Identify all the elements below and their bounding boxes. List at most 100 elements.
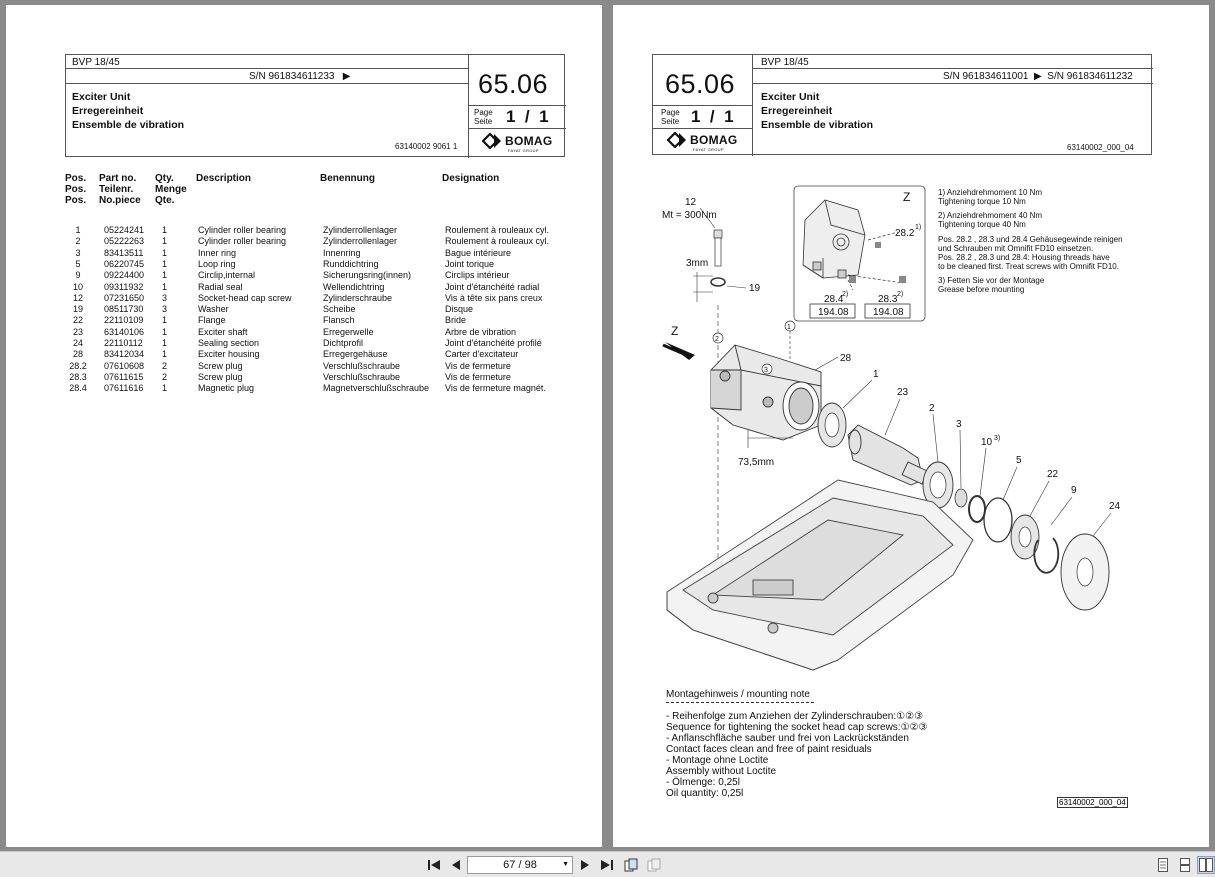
cell-qty: 1 [162, 383, 168, 394]
cell-en: Loop ring [198, 258, 236, 269]
cell-de: Wellendichtring [323, 281, 385, 292]
cell-part: 22110109 [104, 315, 144, 326]
page-label: Page Seite [474, 108, 493, 126]
cell-part: 05224241 [104, 225, 145, 235]
cell-part: 07611615 [104, 371, 144, 382]
inset-frame [793, 185, 926, 322]
o-ring-5-drawing [983, 497, 1013, 543]
cell-pos: 22 [72, 315, 83, 326]
sup-1-a: 1) [915, 224, 921, 231]
cell-qty: 1 [162, 281, 168, 292]
viewer-toolbar: 67 / 98 ▼ [0, 851, 1215, 877]
label-24: 24 [1109, 501, 1121, 512]
cell-pos: 24 [72, 338, 83, 348]
cell-en: Circlip,internal [198, 270, 256, 281]
cell-qty: 1 [162, 258, 168, 269]
cell-en: Washer [198, 304, 229, 315]
doc-code: 63140002_000_04 [1067, 143, 1134, 152]
doc-code: 63140002 9061 1 [395, 142, 458, 151]
title-de: Erregereinheit [761, 105, 833, 117]
next-page-button[interactable] [576, 856, 594, 874]
cell-fr: Joint d'étanchéité radial [445, 281, 540, 292]
label-28-2: 28.2 [895, 228, 915, 239]
exciter-housing-drawing [710, 344, 822, 441]
page-number-input[interactable]: 67 / 98 ▼ [467, 856, 573, 874]
col-part: Part no.Teilenr.No.piece [99, 173, 141, 206]
label-23: 23 [897, 387, 909, 398]
cell-de: Zylinderrollenlager [323, 236, 398, 247]
cell-en: Socket-head cap screw [198, 292, 292, 303]
cell-en: Magnetic plug [198, 383, 255, 394]
inset-housing-drawing [802, 199, 866, 279]
serial-number: S/N 961834611233 ▶ [249, 71, 351, 82]
cell-qty: 1 [162, 349, 168, 360]
cell-qty: 1 [162, 270, 168, 281]
sup-2-b: 2) [897, 291, 903, 298]
seq-1-mark: 2 [715, 336, 719, 343]
chevron-down-icon: ▼ [562, 861, 569, 868]
label-3: 3 [956, 419, 962, 430]
cell-qty: 1 [162, 247, 168, 258]
bomag-logo: BOMAG FAYAT GROUP [482, 133, 553, 153]
cell-de: Zylinderschraube [323, 292, 393, 303]
forward-view-icon [647, 858, 661, 872]
right-page: 65.06 Page Seite 1 / 1 BOMAG FAYAT GROUP… [613, 5, 1209, 847]
cell-fr: Joint torique [445, 258, 495, 269]
cell-fr: Carter d'excitateur [445, 349, 519, 360]
label-19: 19 [749, 283, 761, 294]
cell-en: Inner ring [198, 247, 237, 258]
title-fr: Ensemble de vibration [72, 119, 185, 131]
cell-part: 08511730 [104, 304, 144, 315]
serial-range: S/N 961834611001 ▶ S/N 961834611232 [943, 71, 1133, 82]
continuous-view-button[interactable] [1176, 856, 1194, 874]
cell-fr: Vis de fermeture magnét. [445, 383, 546, 394]
circlip-9-drawing [1033, 537, 1060, 574]
cell-part: 06220745 [104, 258, 145, 269]
label-2: 2 [929, 403, 935, 414]
cell-qty: 1 [162, 315, 168, 326]
cell-qty: 2 [162, 360, 168, 371]
go-back-view-button[interactable] [622, 856, 640, 874]
last-page-button[interactable] [598, 856, 616, 874]
seq-2-mark: 1 [787, 324, 791, 331]
label-5: 5 [1016, 455, 1022, 466]
prev-page-button[interactable] [447, 856, 465, 874]
cell-pos: 28 [72, 349, 83, 360]
bomag-diamond-icon [667, 132, 686, 148]
cell-fr: Vis de fermeture [445, 371, 511, 382]
cell-qty: 1 [162, 326, 168, 337]
inset-z-label: Z [903, 190, 910, 204]
cell-de: Zylinderrollenlager [323, 225, 398, 235]
title-fr: Ensemble de vibration [761, 119, 874, 131]
cell-part: 22110112 [104, 338, 143, 348]
cell-qty: 2 [162, 371, 168, 382]
cell-qty: 3 [162, 292, 168, 303]
exploded-view-diagram: Z 28.2 1) 28.4 2) 28.3 2) 194.08 194.08 … [662, 185, 1121, 671]
label-28-3: 28.3 [878, 294, 898, 305]
dim-3mm: 3mm [686, 258, 708, 269]
last-page-icon [601, 860, 613, 870]
go-forward-view-button[interactable] [645, 856, 663, 874]
prev-page-icon [452, 860, 460, 870]
cell-part: 83412034 [104, 349, 145, 360]
single-page-view-button[interactable] [1154, 856, 1172, 874]
cell-en: Exciter housing [198, 349, 260, 360]
cell-fr: Bague intérieure [445, 247, 512, 258]
label-1: 1 [873, 369, 879, 380]
cell-pos: 1 [75, 225, 81, 235]
z-view-label: Z [671, 324, 678, 338]
model-name: BVP 18/45 [72, 57, 120, 68]
cell-part: 07231650 [104, 292, 145, 303]
cell-de: Magnetverschlußschraube [323, 383, 430, 394]
first-page-button[interactable] [425, 856, 443, 874]
facing-view-button[interactable] [1197, 856, 1215, 874]
cell-qty: 1 [162, 225, 168, 235]
dim-73-5mm: 73,5mm [738, 457, 774, 468]
left-header-box: BVP 18/45 S/N 961834611233 ▶ Exciter Uni… [65, 54, 566, 158]
cell-en: Screw plug [198, 371, 243, 382]
base-plate-drawing [666, 479, 974, 671]
